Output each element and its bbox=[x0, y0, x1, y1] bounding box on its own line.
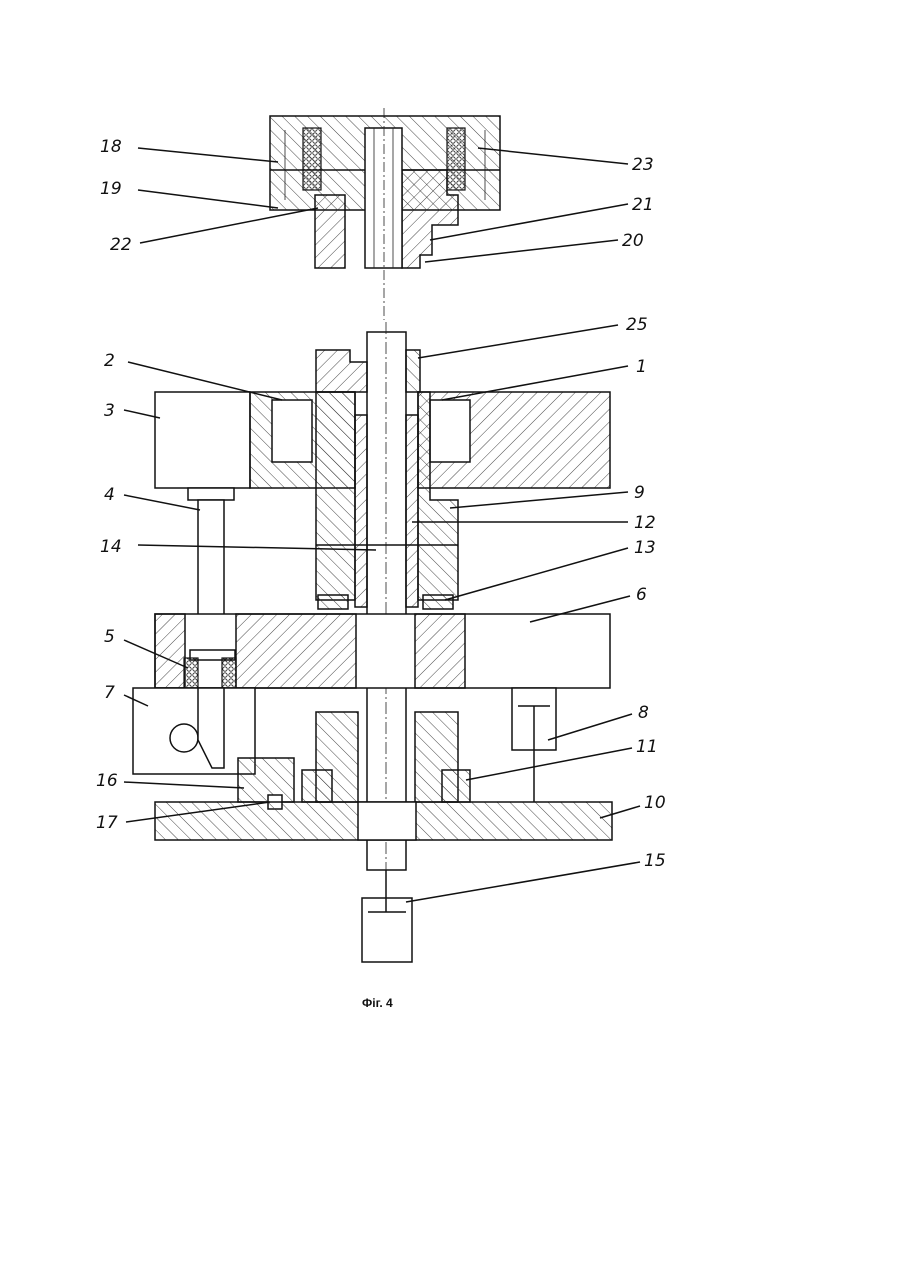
sleeve-12-left bbox=[355, 415, 367, 607]
leader-20 bbox=[425, 240, 618, 262]
label-4: 4 bbox=[104, 485, 115, 505]
label-6: 6 bbox=[636, 585, 647, 605]
label-19: 19 bbox=[100, 179, 122, 199]
leader-13 bbox=[445, 548, 628, 600]
plate-6-edge bbox=[155, 614, 185, 688]
label-7: 7 bbox=[104, 683, 115, 703]
label-11: 11 bbox=[636, 737, 658, 757]
sleeve-12-right bbox=[406, 415, 418, 607]
seal-right-23 bbox=[447, 128, 465, 190]
leader-16 bbox=[124, 782, 244, 788]
sleeve-left-22 bbox=[315, 195, 345, 268]
label-13: 13 bbox=[634, 538, 656, 558]
insert-1 bbox=[430, 400, 470, 462]
clamp-13-left bbox=[318, 595, 348, 609]
spindle-bore bbox=[365, 128, 402, 268]
leader-9 bbox=[450, 492, 628, 508]
label-12: 12 bbox=[634, 513, 656, 533]
clamp-11 bbox=[442, 770, 470, 802]
label-15: 15 bbox=[644, 851, 666, 871]
leader-19 bbox=[138, 190, 278, 208]
leader-8 bbox=[548, 714, 632, 740]
insert-2 bbox=[272, 400, 312, 462]
label-3: 3 bbox=[104, 401, 115, 421]
leader-22 bbox=[140, 208, 318, 243]
rod-4-head bbox=[188, 488, 234, 500]
label-22: 22 bbox=[110, 235, 132, 255]
seal-left bbox=[303, 128, 321, 190]
seal-5-right bbox=[222, 658, 236, 688]
base-plate-bore bbox=[358, 802, 416, 840]
part-16 bbox=[238, 758, 294, 802]
nut-25-right bbox=[406, 350, 420, 392]
label-14: 14 bbox=[100, 537, 122, 557]
clamp-13-right bbox=[423, 595, 453, 609]
main-assembly bbox=[133, 322, 612, 962]
label-16: 16 bbox=[96, 771, 118, 791]
label-5: 5 bbox=[104, 627, 115, 647]
figure-caption: Фіг. 4 bbox=[362, 996, 393, 1010]
label-2: 2 bbox=[104, 351, 115, 371]
label-21: 21 bbox=[632, 195, 654, 215]
seal-5-left bbox=[184, 658, 198, 688]
plate-6-left bbox=[236, 614, 356, 688]
label-25: 25 bbox=[626, 315, 648, 335]
cylinder-15 bbox=[362, 898, 412, 962]
clamp-11-left bbox=[302, 770, 332, 802]
central-rod bbox=[367, 332, 406, 870]
nut-25-left bbox=[316, 350, 367, 392]
label-8: 8 bbox=[638, 703, 649, 723]
label-20: 20 bbox=[622, 231, 644, 251]
top-assembly bbox=[270, 108, 500, 320]
label-10: 10 bbox=[644, 793, 666, 813]
leader-18 bbox=[138, 148, 278, 162]
block-7 bbox=[133, 688, 255, 774]
leader-15 bbox=[406, 862, 640, 902]
plate-3-outer bbox=[155, 392, 250, 488]
leader-25 bbox=[418, 325, 618, 358]
plate-6-right bbox=[415, 614, 465, 688]
label-17: 17 bbox=[96, 813, 118, 833]
label-9: 9 bbox=[634, 483, 645, 503]
label-18: 18 bbox=[100, 137, 122, 157]
body-9-left bbox=[316, 392, 355, 600]
label-23: 23 bbox=[632, 155, 654, 175]
label-1: 1 bbox=[636, 357, 647, 377]
leader-11 bbox=[466, 748, 632, 780]
